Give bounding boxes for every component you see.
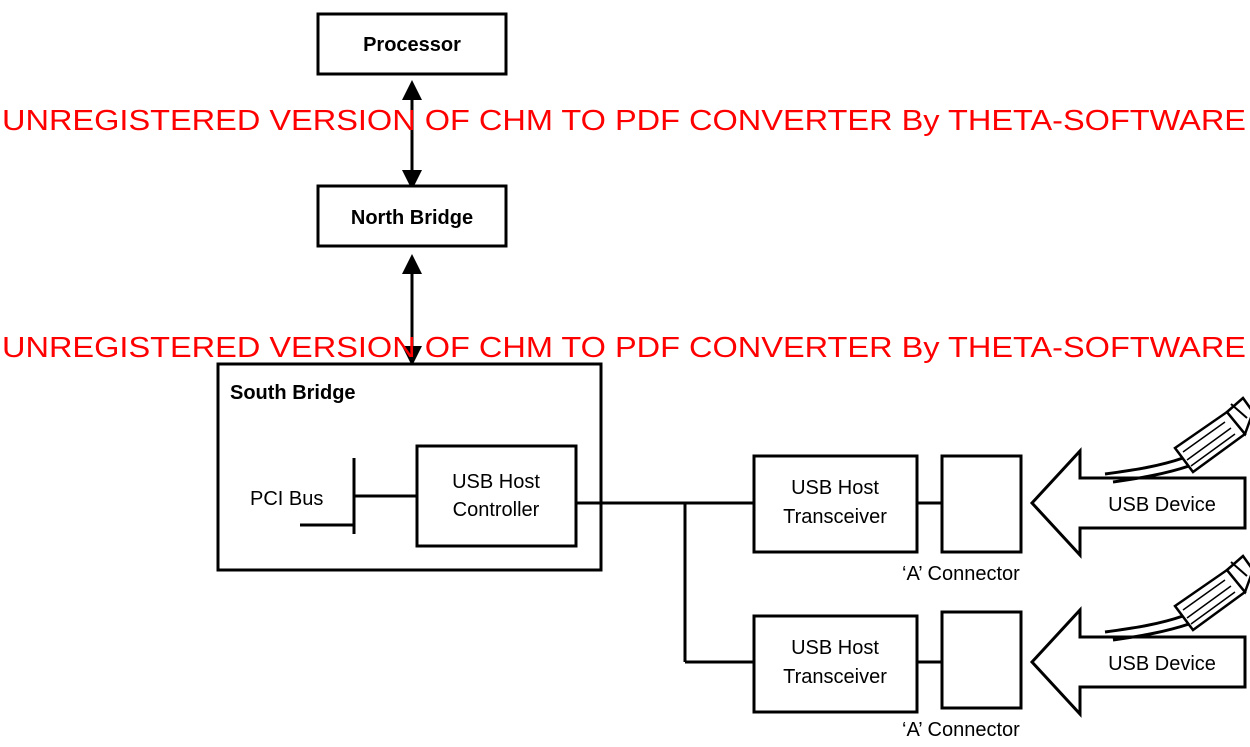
arrowhead-up: [402, 254, 422, 274]
transceiver-2-label-line1: USB Host: [791, 637, 879, 659]
usb-plug-icon: [1104, 554, 1250, 642]
usb-device-1-label: USB Device: [1108, 494, 1216, 516]
south-bridge-label: South Bridge: [230, 382, 356, 404]
arrowhead-down: [402, 170, 422, 190]
usb-device-2-label: USB Device: [1108, 653, 1216, 675]
north-bridge-label: North Bridge: [351, 207, 473, 229]
watermark-text-1: UNREGISTERED VERSION OF CHM TO PDF CONVE…: [2, 105, 1246, 137]
arrowhead-down: [402, 346, 422, 366]
transceiver-1-label-line1: USB Host: [791, 477, 879, 499]
host-controller-label-line1: USB Host: [452, 471, 540, 493]
connector-2-label: ‘A’ Connector: [902, 719, 1020, 741]
usb-host-transceiver-1: USB Host Transceiver: [752, 454, 919, 554]
connector-1-label: ‘A’ Connector: [902, 563, 1020, 585]
usb-plug-icon: [1104, 396, 1250, 484]
transceiver-1-label-line2: Transceiver: [783, 506, 887, 528]
processor-node: Processor: [316, 12, 508, 76]
usb-device-1: USB Device: [1029, 447, 1247, 559]
a-connector-1: ‘A’ Connector: [902, 454, 1023, 585]
usb-host-transceiver-2: USB Host Transceiver: [752, 614, 919, 714]
transceiver-2-label-line2: Transceiver: [783, 666, 887, 688]
usb-host-controller-node: USB Host Controller: [415, 444, 578, 548]
north-bridge-node: North Bridge: [316, 184, 508, 248]
usb-device-2: USB Device: [1029, 606, 1247, 718]
processor-label: Processor: [363, 34, 461, 56]
host-controller-label-line2: Controller: [453, 499, 540, 521]
arrowhead-up: [402, 80, 422, 100]
watermark-text-2: UNREGISTERED VERSION OF CHM TO PDF CONVE…: [2, 332, 1246, 364]
pci-bus-label: PCI Bus: [250, 488, 323, 510]
a-connector-2: ‘A’ Connector: [902, 610, 1023, 741]
